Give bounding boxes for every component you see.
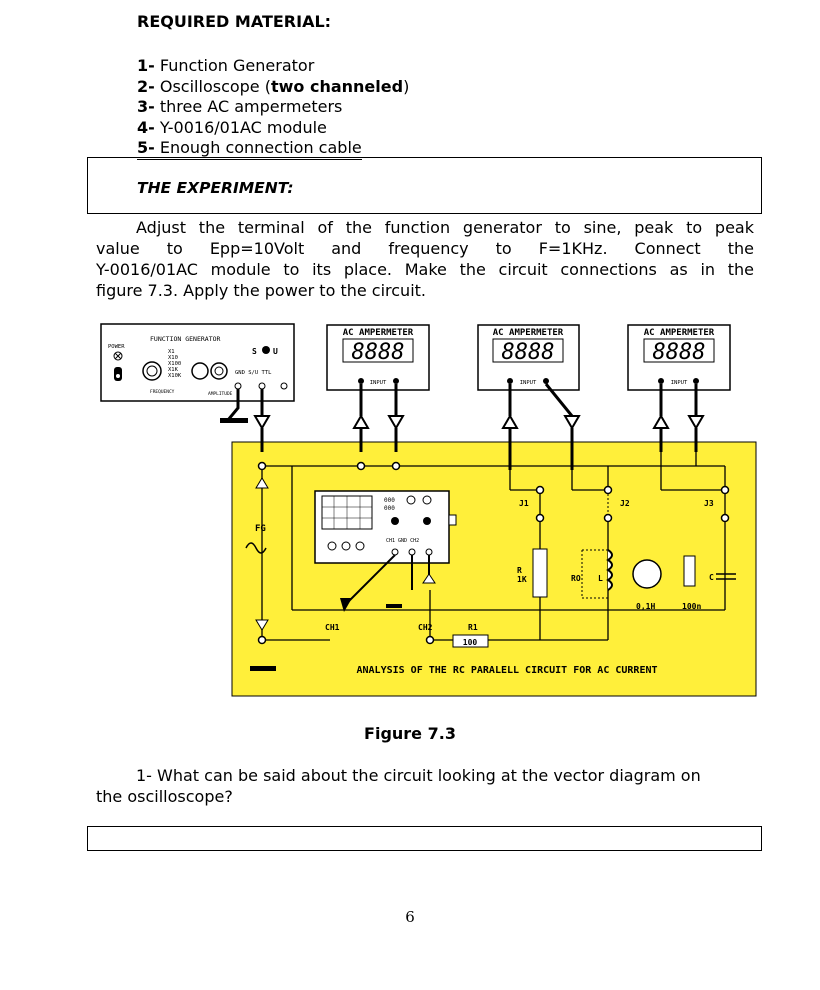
svg-text:L: L [598,574,603,583]
list-item: 4- Y-0016/01AC module [137,117,327,137]
list-item: 2- Oscilloscope (two channeled) [137,76,410,96]
svg-text:000: 000 [384,505,395,512]
svg-text:AC AMPERMETER: AC AMPERMETER [644,328,715,338]
svg-text:POWER: POWER [108,344,125,350]
list-item: 5- Enough connection cable [137,138,409,160]
svg-text:CH2: CH2 [418,623,433,632]
material-list: 1- Function Generator 2- Oscilloscope (t… [137,56,409,160]
answer-box[interactable] [87,826,762,851]
svg-text:X10: X10 [168,355,178,361]
svg-text:8888: 8888 [653,340,706,365]
paragraph-line: Y-0016/01AC module to its place. Make th… [96,260,754,279]
experiment-title: THE EXPERIMENT: [137,179,294,197]
svg-text:CH1 GND CH2: CH1 GND CH2 [386,538,419,544]
svg-text:J1: J1 [519,499,529,508]
page-number: 6 [405,908,415,926]
svg-text:AC AMPERMETER: AC AMPERMETER [493,328,564,338]
svg-text:8888: 8888 [502,340,555,365]
capacitor-body [683,555,696,587]
svg-text:AC AMPERMETER: AC AMPERMETER [343,328,414,338]
svg-text:100: 100 [463,638,478,647]
inductor-l [581,549,613,599]
svg-text:CH1: CH1 [325,623,340,632]
svg-text:X10K: X10K [168,373,182,379]
required-material-title: REQUIRED MATERIAL: [137,12,332,31]
svg-text:GND S/U TTL: GND S/U TTL [235,370,272,376]
svg-text:R: R [517,566,522,575]
svg-text:X100: X100 [168,361,181,367]
fg-source-symbol: FG [245,477,269,631]
plug-connectors [253,414,705,430]
paragraph-line: figure 7.3. Apply the power to the circu… [96,281,426,300]
svg-text:J2: J2 [620,499,630,508]
resistor-r1 [452,634,489,648]
experiment-title-box [87,157,762,214]
svg-text:AMPLITUDE: AMPLITUDE [208,391,233,397]
figure-caption: Figure 7.3 [364,724,456,743]
cables [224,383,698,422]
svg-text:100n: 100n [682,602,701,611]
inductor-core [632,559,662,589]
resistor-r [532,548,548,598]
svg-text:X1K: X1K [168,367,179,373]
paragraph-line: value to Epp=10Volt and frequency to F=1… [96,239,754,258]
circuit-figure: FUNCTION GENERATOR POWER X1 X10 X100 X1K… [100,323,757,697]
plug-stems [260,428,698,470]
svg-text:8888: 8888 [352,340,405,365]
svg-text:0,1H: 0,1H [636,602,655,611]
svg-text:U: U [273,347,278,356]
svg-text:INPUT: INPUT [370,380,387,386]
oscilloscope: 000 000 CH1 GND CH2 [314,490,457,564]
svg-text:INPUT: INPUT [671,380,688,386]
terminal-nodes [257,461,730,645]
svg-text:RO: RO [571,574,581,583]
question-1: 1- What can be said about the circuit lo… [96,766,701,806]
svg-text:FG: FG [255,524,266,534]
list-item: 3- three AC ampermeters [137,97,343,116]
circuit-board [231,441,757,697]
paragraph-line: Adjust the terminal of the function gene… [136,218,754,237]
svg-text:000: 000 [384,497,395,504]
experiment-paragraph: Adjust the terminal of the function gene… [96,217,754,301]
svg-text:S: S [252,347,257,356]
svg-text:INPUT: INPUT [520,380,537,386]
ammeter-3: AC AMPERMETER 8888 INPUT [627,324,731,391]
svg-text:FREQUENCY: FREQUENCY [150,389,175,395]
jumpers [539,490,726,518]
board-title: ANALYSIS OF THE RC PARALELL CIRCUIT FOR … [356,665,657,676]
svg-text:R1: R1 [468,623,478,632]
capacitor-c [716,573,736,580]
ammeter-2: AC AMPERMETER 8888 INPUT [477,324,580,391]
ammeter-1: AC AMPERMETER 8888 INPUT [326,324,430,391]
svg-text:FUNCTION GENERATOR: FUNCTION GENERATOR [150,335,221,343]
scope-probes [344,554,430,606]
svg-text:X1: X1 [168,349,175,355]
svg-text:J3: J3 [704,499,714,508]
svg-text:C: C [709,573,714,582]
svg-text:1K: 1K [517,575,527,584]
function-generator: FUNCTION GENERATOR POWER X1 X10 X100 X1K… [100,323,295,402]
list-item: 1- Function Generator [137,56,315,75]
